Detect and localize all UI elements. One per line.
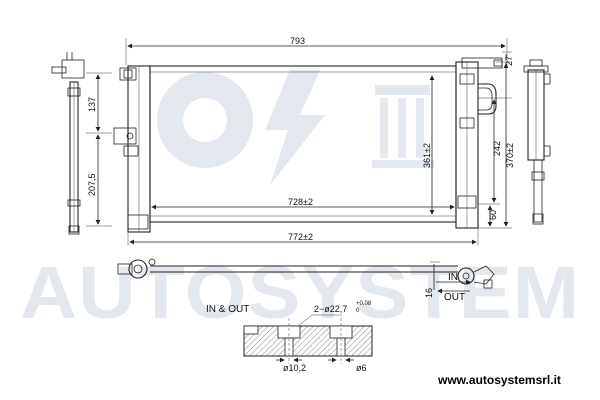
- label-hole-tolerance-low: 0: [356, 308, 360, 314]
- dim-top-width: 793: [290, 36, 305, 46]
- dim-left-137: 137: [87, 97, 97, 112]
- watermark-lightning-icon: [265, 70, 325, 185]
- label-dia-6: ø6: [356, 363, 367, 373]
- dim-bottom-16: 16: [424, 288, 434, 298]
- label-out: OUT: [444, 292, 465, 303]
- watermark-gear-icon: [157, 72, 253, 168]
- watermark-text: AUTOSYSTEM: [20, 251, 580, 334]
- label-in-out: IN & OUT: [206, 304, 249, 315]
- label-in: IN: [448, 272, 458, 283]
- dim-left-207: 207,5: [87, 173, 97, 196]
- dim-inner-width: 728±2: [288, 197, 313, 207]
- right-side-view: [523, 59, 551, 225]
- dim-outer-width: 772±2: [288, 232, 313, 242]
- label-hole-spec: 2−ø22,7: [314, 304, 347, 314]
- watermark: AUTOSYSTEM: [20, 70, 580, 334]
- label-dia-10: ø10,2: [283, 363, 306, 373]
- watermark-pillars-icon: [372, 85, 434, 168]
- flange-detail: IN & OUT 2−ø22,7 +0,08 0 ø10,2 ø6: [206, 301, 373, 373]
- dim-right-60: 60: [488, 210, 498, 220]
- bottom-top-view: IN OUT 16: [117, 258, 495, 303]
- dim-core-height: 361±2: [422, 143, 432, 168]
- label-hole-tolerance: +0,08: [356, 301, 372, 307]
- dim-right-370: 370±2: [505, 143, 515, 168]
- left-side-view: 137 207,5: [51, 52, 112, 235]
- condenser-front-view: 793 361±2 728±2 772±2: [113, 36, 515, 246]
- dim-right-242: 242: [492, 141, 502, 156]
- dim-right-27: 27: [504, 56, 514, 66]
- website-url: www.autosystemsrl.it: [437, 373, 561, 387]
